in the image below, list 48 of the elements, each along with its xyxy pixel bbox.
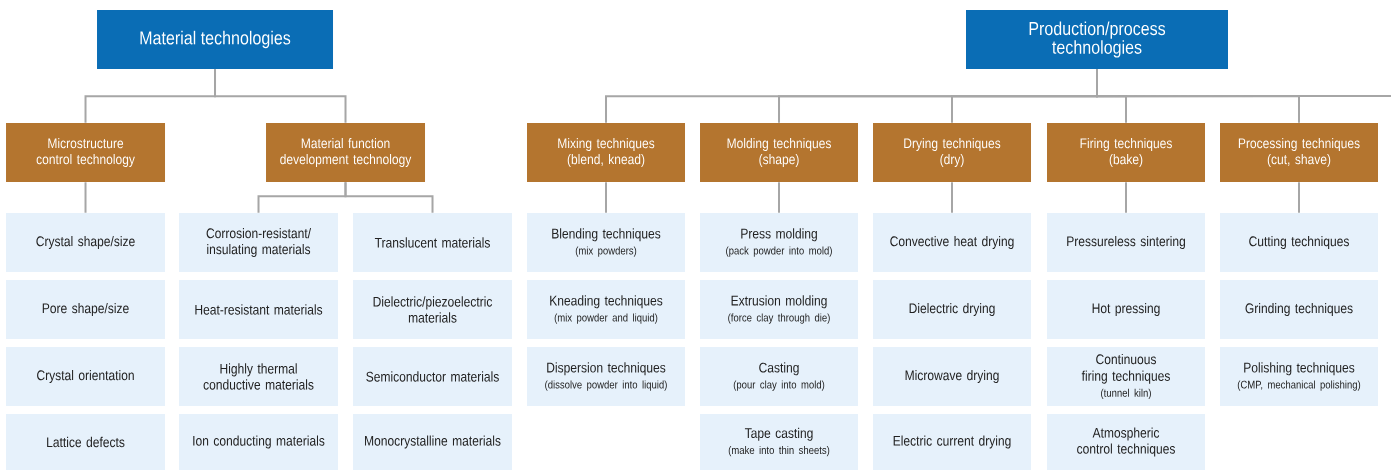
subcategory-box: Molding techniques (shape) [700,123,858,182]
item-box: Extrusion molding (force clay through die) [700,280,858,339]
connector-line [344,181,434,214]
subcategory-box: Drying techniques (dry) [873,123,1031,182]
subcategory-box: Firing techniques (bake) [1047,123,1205,182]
item-box: Crystal shape/size [6,213,165,272]
item-box: Polishing techniques (CMP, mechanical polishing) [1220,347,1378,406]
item-box: Kneading techniques (mix powder and liquid) [527,280,685,339]
item-box: Dielectric/piezoelectric materials [353,280,512,339]
item-box: Hot pressing [1047,280,1205,339]
item-box: Electric current drying [873,414,1031,470]
item-box: Dispersion techniques (dissolve powder into liquid) [527,347,685,406]
item-box: Press molding (pack powder into mold) [700,213,858,272]
item-box: Blending techniques (mix powders) [527,213,685,272]
item-box: Semiconductor materials [353,347,512,406]
connector-line [778,181,780,214]
item-box: Ion conducting materials [179,414,338,470]
item-box: Lattice defects [6,414,165,470]
item-box: Convective heat drying [873,213,1031,272]
item-box: Crystal orientation [6,347,165,406]
item-box: Heat-resistant materials [179,280,338,339]
item-box: Dielectric drying [873,280,1031,339]
connector-line [1096,68,1391,98]
item-box: Translucent materials [353,213,512,272]
connector-line [1298,181,1300,214]
connector-line [605,181,607,214]
connector-line [1125,181,1127,214]
category-box: Material technologies [97,10,333,69]
subcategory-box: Material function development technology [266,123,425,182]
item-box: Atmospheric control techniques [1047,414,1205,470]
connector-line [84,181,87,214]
subcategory-box: Processing techniques (cut, shave) [1220,123,1378,182]
connector-line [951,181,953,214]
item-box: Pore shape/size [6,280,165,339]
item-box: Casting (pour clay into mold) [700,347,858,406]
item-box: Highly thermal conductive materials [179,347,338,406]
item-box: Cutting techniques [1220,213,1378,272]
connector-line [214,68,347,124]
item-box: Continuous firing techniques (tunnel kiln) [1047,347,1205,406]
category-box: Production/process technologies [966,10,1228,69]
item-box: Monocrystalline materials [353,414,512,470]
item-box: Microwave drying [873,347,1031,406]
item-box: Pressureless sintering [1047,213,1205,272]
item-box: Corrosion-resistant/ insulating materials [179,213,338,272]
subcategory-box: Microstructure control technology [6,123,165,182]
item-box: Tape casting (make into thin sheets) [700,414,858,470]
subcategory-box: Mixing techniques (blend, knead) [527,123,685,182]
item-box: Grinding techniques [1220,280,1378,339]
